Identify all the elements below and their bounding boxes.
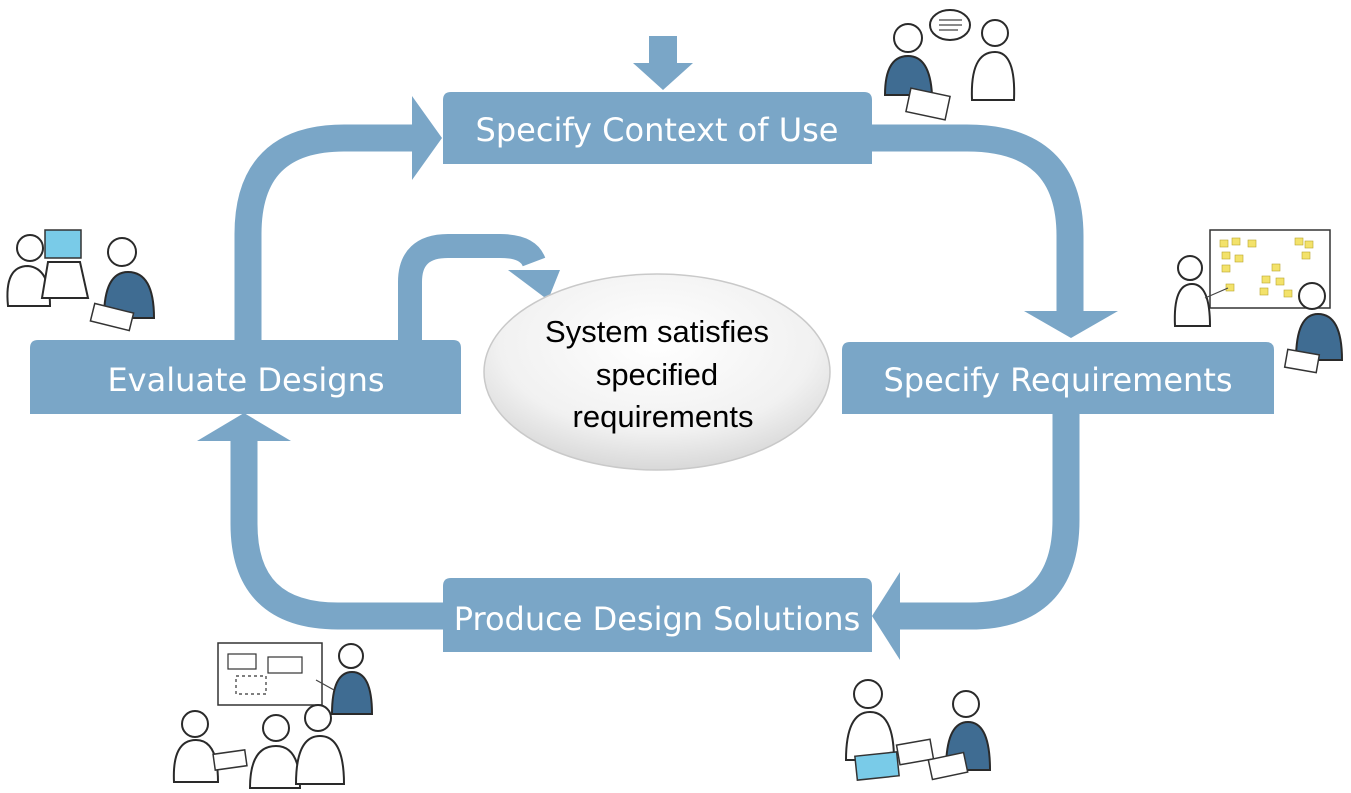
person-head bbox=[853, 679, 883, 709]
tablet-screen bbox=[854, 751, 900, 781]
sticky-note bbox=[1301, 251, 1311, 260]
center-line-3: requirements bbox=[573, 399, 754, 434]
whiteboard bbox=[217, 642, 323, 706]
person-body-blue bbox=[883, 54, 934, 96]
sticky-note bbox=[1247, 239, 1257, 248]
stage-label-solutions: Produce Design Solutions bbox=[454, 600, 861, 638]
stage-specify-requirements: Specify Requirements bbox=[842, 342, 1274, 414]
monitor-icon bbox=[44, 229, 82, 259]
arrow-context-to-requirements bbox=[872, 124, 1084, 318]
sketch-box bbox=[267, 656, 303, 674]
person-body-blue bbox=[1294, 312, 1344, 361]
person-head bbox=[262, 714, 290, 742]
sticky-board-illustration bbox=[1173, 229, 1344, 374]
person-body-blue bbox=[330, 670, 374, 715]
center-goal: System satisfies specified requirements bbox=[483, 273, 831, 471]
stage-box bbox=[443, 578, 872, 652]
sticky-note bbox=[1261, 275, 1271, 284]
stage-label-evaluate: Evaluate Designs bbox=[107, 361, 384, 399]
person-body bbox=[248, 744, 302, 789]
person-body-blue bbox=[102, 270, 156, 319]
person-head bbox=[1298, 282, 1326, 310]
person-body bbox=[1173, 282, 1212, 327]
person-head bbox=[16, 234, 44, 262]
usability-test-illustration bbox=[6, 229, 156, 332]
stage-box bbox=[842, 342, 1274, 414]
sticky-note bbox=[1294, 237, 1304, 246]
person-head bbox=[181, 710, 209, 738]
person-head bbox=[981, 19, 1009, 47]
sticky-note bbox=[1259, 287, 1269, 296]
paper-sheet bbox=[905, 87, 951, 121]
person-body bbox=[844, 710, 896, 761]
arrow-evaluate-to-context bbox=[234, 124, 415, 342]
sketch-box-dashed bbox=[235, 675, 267, 695]
stage-label-requirements: Specify Requirements bbox=[883, 361, 1232, 399]
sticky-note bbox=[1225, 283, 1235, 292]
sticky-note bbox=[1283, 289, 1293, 298]
person-head bbox=[952, 690, 980, 718]
person-head bbox=[338, 643, 364, 669]
arrow-head-requirements bbox=[1024, 311, 1118, 338]
sticky-note bbox=[1275, 277, 1285, 286]
arrow-shaft-into-context bbox=[649, 36, 677, 64]
sticky-note bbox=[1221, 264, 1231, 273]
sticky-note bbox=[1304, 240, 1314, 249]
paper-sheet bbox=[927, 751, 969, 781]
stage-specify-context: Specify Context of Use bbox=[443, 92, 872, 164]
arrow-head-solutions bbox=[872, 572, 900, 660]
interview-illustration bbox=[883, 9, 1016, 121]
stage-box bbox=[30, 340, 461, 414]
center-ellipse bbox=[483, 273, 831, 471]
arrow-head-evaluate bbox=[197, 413, 291, 441]
person-body bbox=[172, 738, 220, 783]
arrow-head-context bbox=[412, 96, 442, 180]
sticky-note bbox=[1221, 251, 1231, 260]
sketch-box bbox=[227, 653, 257, 670]
paper-sheet bbox=[1283, 348, 1321, 374]
paper-sheet bbox=[89, 302, 135, 332]
stage-produce-solutions: Produce Design Solutions bbox=[443, 578, 872, 652]
stage-box bbox=[443, 92, 872, 164]
monitor-stand bbox=[40, 261, 90, 299]
sticky-note bbox=[1234, 254, 1244, 263]
stage-label-context: Specify Context of Use bbox=[476, 111, 839, 149]
sticky-note bbox=[1219, 239, 1229, 248]
arrow-evaluate-to-center bbox=[398, 234, 546, 342]
person-head bbox=[304, 704, 332, 732]
design-workshop-illustration bbox=[172, 642, 374, 789]
paper-sheet bbox=[895, 738, 935, 766]
person-head bbox=[1177, 255, 1203, 281]
person-body bbox=[970, 50, 1016, 101]
center-line-2: specified bbox=[596, 357, 718, 392]
sticky-note bbox=[1271, 263, 1281, 272]
arrow-head-into-context bbox=[633, 63, 693, 90]
arrow-head-center bbox=[508, 270, 560, 300]
person-head bbox=[893, 23, 923, 53]
center-line-1: System satisfies bbox=[545, 314, 769, 349]
person-body bbox=[294, 734, 346, 785]
paper-sheet bbox=[212, 749, 248, 771]
sticky-note bbox=[1231, 237, 1241, 246]
arrow-requirements-to-solutions bbox=[900, 414, 1080, 630]
stage-evaluate-designs: Evaluate Designs bbox=[30, 340, 461, 414]
arrow-solutions-to-evaluate bbox=[230, 440, 443, 630]
person-head bbox=[107, 237, 137, 267]
prototyping-illustration bbox=[844, 679, 992, 781]
